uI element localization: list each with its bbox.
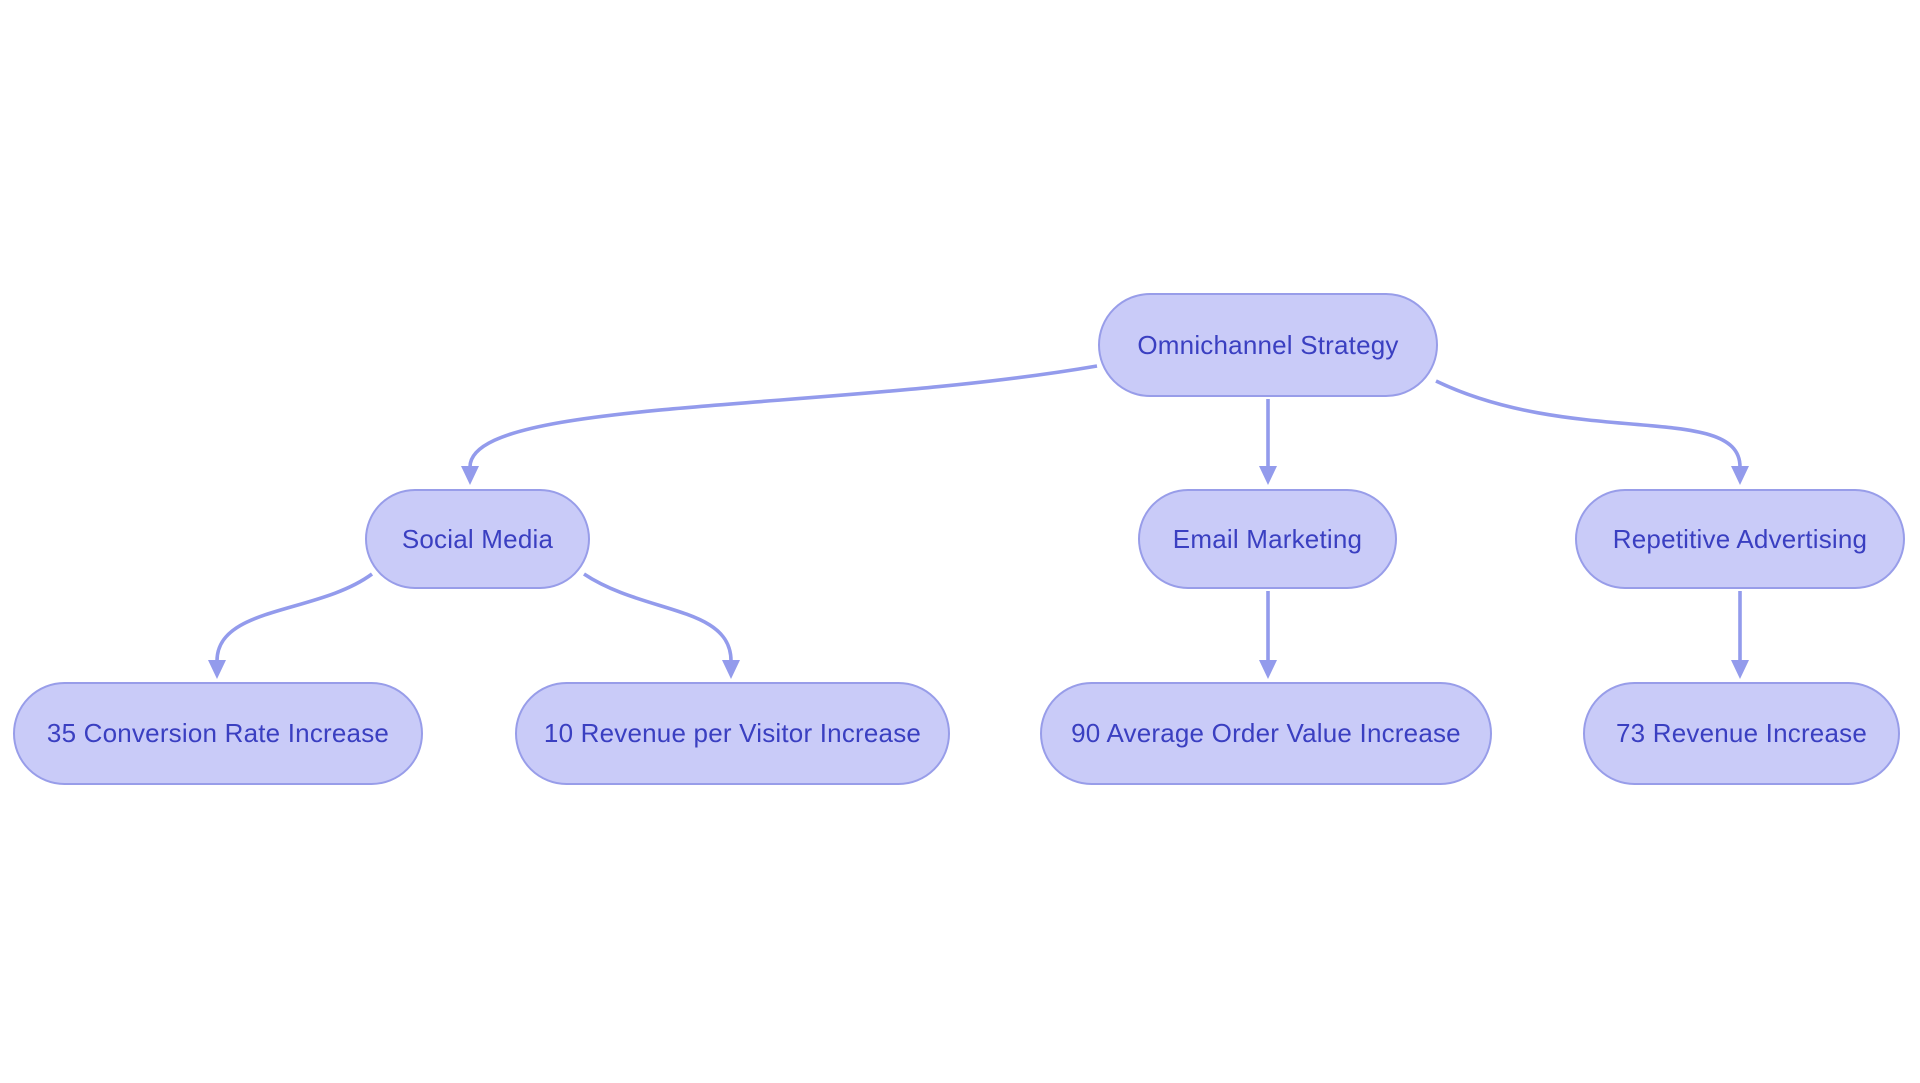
node-label: 73 Revenue Increase xyxy=(1616,718,1867,748)
node-social-media: Social Media xyxy=(365,489,590,589)
node-label: Omnichannel Strategy xyxy=(1137,329,1399,360)
node-repetitive-advertising: Repetitive Advertising xyxy=(1575,489,1905,589)
node-label: Social Media xyxy=(401,523,554,554)
node-35-conversion-rate-increase: 35 Conversion Rate Increase xyxy=(13,682,423,785)
edge-omnichannel-to-social-media xyxy=(461,364,1098,485)
node-90-average-order-value-increase: 90 Average Order Value Increase xyxy=(1040,682,1492,785)
edge-omnichannel-to-repetitive-advertising xyxy=(1435,379,1749,485)
edge-social-media-to-conversion-rate xyxy=(208,572,374,679)
node-10-revenue-per-visitor-increase: 10 Revenue per Visitor Increase xyxy=(515,682,950,785)
node-email-marketing: Email Marketing xyxy=(1138,489,1397,589)
node-label: Email Marketing xyxy=(1172,523,1363,554)
node-label: 90 Average Order Value Increase xyxy=(1071,718,1461,748)
edge-social-media-to-revenue-per-visitor xyxy=(583,572,740,679)
node-73-revenue-increase: 73 Revenue Increase xyxy=(1583,682,1900,785)
node-label: 35 Conversion Rate Increase xyxy=(46,718,390,748)
node-omnichannel-strategy: Omnichannel Strategy xyxy=(1098,293,1438,397)
node-label: Repetitive Advertising xyxy=(1612,523,1868,554)
node-label: 10 Revenue per Visitor Increase xyxy=(543,718,922,748)
